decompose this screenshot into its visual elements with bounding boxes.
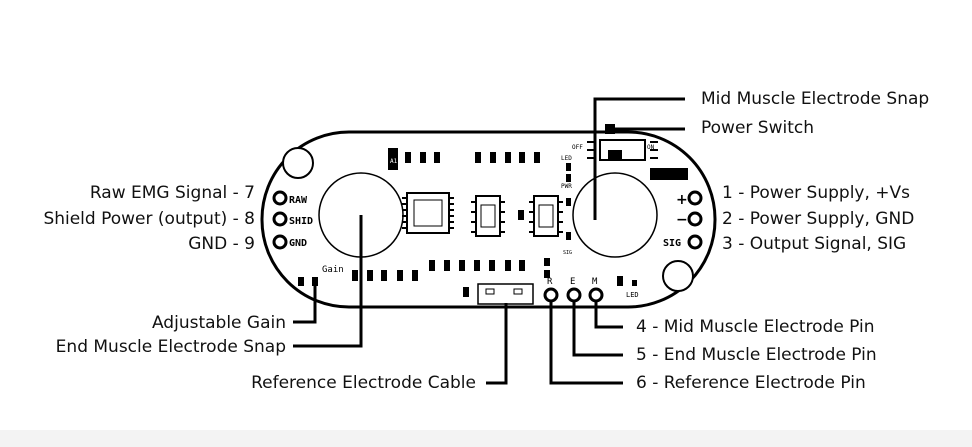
left-pins [272, 190, 288, 250]
ic-second [471, 195, 505, 237]
silk-on: ON [647, 144, 655, 151]
silk-r: R [547, 277, 553, 287]
silk-minus: − [676, 212, 688, 228]
silk-a1: A1 [390, 158, 398, 165]
label-raw-emg: Raw EMG Signal - 7 [89, 183, 255, 203]
label-supply-gnd: 2 - Power Supply, GND [722, 209, 915, 229]
label-mid-snap: Mid Muscle Electrode Snap [701, 89, 930, 109]
label-gnd: GND - 9 [188, 234, 255, 254]
silk-e: E [570, 277, 575, 287]
label-mid-pin: 4 - Mid Muscle Electrode Pin [636, 317, 875, 337]
chip-a1 [388, 148, 398, 170]
label-end-pin: 5 - End Muscle Electrode Pin [636, 345, 877, 365]
label-shield-power: Shield Power (output) - 8 [43, 209, 255, 229]
silk-gain: Gain [322, 265, 344, 275]
label-end-snap: End Muscle Electrode Snap [55, 337, 286, 357]
silk-led-top: LED [561, 155, 572, 162]
bottom-strip [0, 430, 972, 447]
mount-hole-top-left [282, 147, 314, 179]
silk-sig-small: SIG [563, 250, 572, 256]
ic-main [402, 192, 454, 234]
smd-components [298, 152, 637, 297]
silk-m: M [592, 277, 598, 287]
reference-connector [477, 283, 534, 305]
leader-lines [293, 97, 685, 385]
silk-raw: RAW [289, 195, 308, 206]
label-power-switch: Power Switch [701, 118, 815, 138]
right-pins [687, 190, 703, 250]
bottom-pins [543, 287, 604, 303]
silk-plus: + [676, 192, 688, 208]
silk-sig: SIG [663, 238, 681, 249]
label-output-sig: 3 - Output Signal, SIG [722, 234, 907, 254]
mount-hole-bottom-right [662, 260, 694, 292]
label-ref-cable: Reference Electrode Cable [251, 373, 476, 393]
silk-pwr: PWR [561, 183, 572, 190]
mid-electrode-snap [572, 172, 658, 258]
silk-led-right: LED [626, 291, 639, 299]
component-black [650, 168, 688, 180]
silk-gnd: GND [289, 238, 307, 249]
label-ref-pin: 6 - Reference Electrode Pin [636, 373, 866, 393]
ic-third [529, 195, 563, 237]
silk-off: OFF [572, 144, 583, 151]
label-adjustable-gain: Adjustable Gain [151, 313, 286, 333]
silk-shid: SHID [289, 216, 313, 227]
label-vs: 1 - Power Supply, +Vs [722, 183, 911, 203]
